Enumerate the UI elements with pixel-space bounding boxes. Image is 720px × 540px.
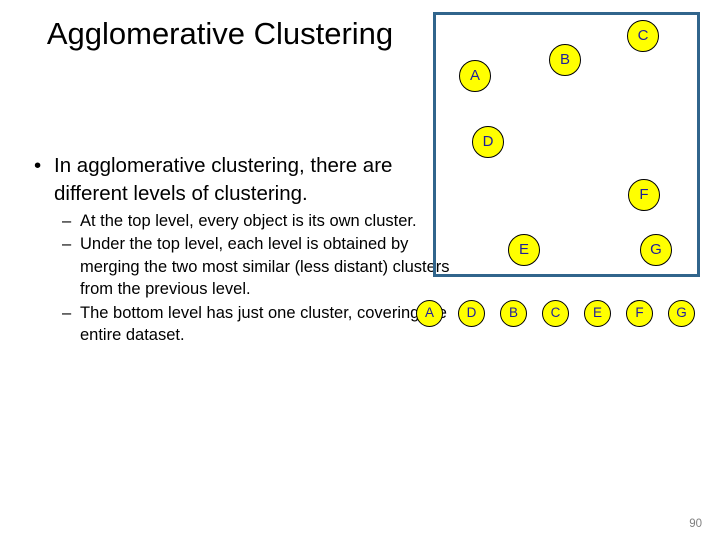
row-node-b-2: B xyxy=(500,300,527,327)
row-node-e-4: E xyxy=(584,300,611,327)
page-title: Agglomerative Clustering xyxy=(46,16,394,51)
row-node-a-0: A xyxy=(416,300,443,327)
diagram-panel-border xyxy=(433,12,700,277)
bullet-text: In agglomerative clustering, there are d… xyxy=(54,154,393,205)
body-text-block: • In agglomerative clustering, there are… xyxy=(18,152,458,346)
dash-marker: – xyxy=(62,235,72,254)
bullet-text: At the top level, every object is its ow… xyxy=(80,211,417,230)
dash-marker: – xyxy=(62,211,72,230)
row-node-d-1: D xyxy=(458,300,485,327)
bullet-marker: • xyxy=(34,154,42,177)
slide-number: 90 xyxy=(689,518,702,530)
bullet-level2: – The bottom level has just one cluster,… xyxy=(18,302,458,347)
bullet-text: Under the top level, each level is obtai… xyxy=(80,235,450,299)
scatter-node-d-3: D xyxy=(472,126,504,158)
dash-marker: – xyxy=(62,303,72,322)
bullet-text: The bottom level has just one cluster, c… xyxy=(80,303,447,344)
scatter-node-c-2: C xyxy=(627,20,659,52)
row-node-f-5: F xyxy=(626,300,653,327)
scatter-node-g-6: G xyxy=(640,234,672,266)
scatter-node-f-4: F xyxy=(628,179,660,211)
bullet-level2: – At the top level, every object is its … xyxy=(18,210,458,232)
bullet-level1: • In agglomerative clustering, there are… xyxy=(18,152,458,208)
scatter-node-b-1: B xyxy=(549,44,581,76)
bullet-level2: – Under the top level, each level is obt… xyxy=(18,233,458,300)
scatter-node-e-5: E xyxy=(508,234,540,266)
row-node-g-6: G xyxy=(668,300,695,327)
row-node-c-3: C xyxy=(542,300,569,327)
scatter-node-a-0: A xyxy=(459,60,491,92)
